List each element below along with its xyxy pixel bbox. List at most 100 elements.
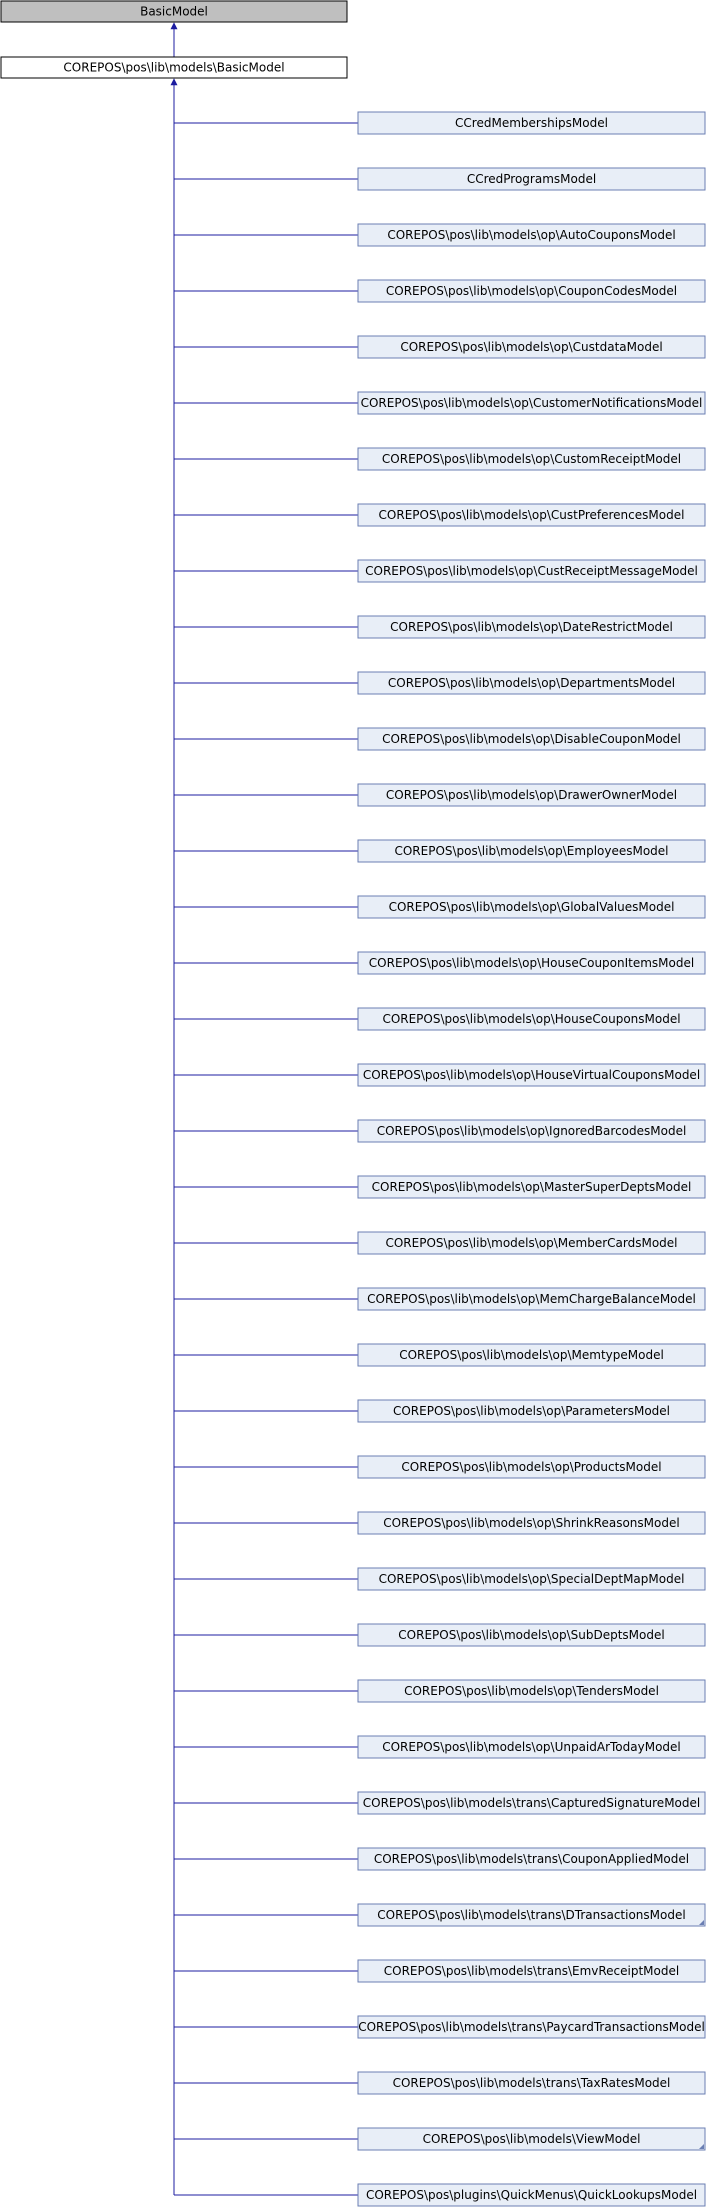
child-class-node[interactable]: COREPOS\pos\lib\models\op\CouponCodesMod… xyxy=(357,279,706,303)
child-class-node[interactable]: COREPOS\pos\lib\models\trans\TaxRatesMod… xyxy=(357,2071,706,2095)
root-class-node[interactable]: BasicModel xyxy=(0,0,348,23)
child-class-node[interactable]: COREPOS\pos\lib\models\trans\DTransactio… xyxy=(357,1903,706,1927)
child-class-box xyxy=(357,391,706,415)
child-class-node[interactable]: COREPOS\pos\lib\models\trans\CouponAppli… xyxy=(357,1847,706,1871)
child-class-label: COREPOS\pos\lib\models\op\IgnoredBarcode… xyxy=(377,1124,687,1138)
child-class-label: CCredProgramsModel xyxy=(467,172,596,186)
child-class-box xyxy=(357,335,706,359)
child-class-label: COREPOS\pos\lib\models\op\MasterSuperDep… xyxy=(372,1180,692,1194)
child-class-box xyxy=(357,1511,706,1535)
child-class-node[interactable]: COREPOS\pos\lib\models\op\HouseVirtualCo… xyxy=(357,1063,706,1087)
child-class-label: COREPOS\pos\lib\models\op\HouseVirtualCo… xyxy=(363,1068,700,1082)
child-class-box xyxy=(357,1063,706,1087)
child-class-label: COREPOS\pos\lib\models\op\HouseCouponsMo… xyxy=(382,1012,680,1026)
child-class-label: COREPOS\pos\lib\models\op\CustReceiptMes… xyxy=(365,564,698,578)
child-class-node[interactable]: COREPOS\pos\lib\models\trans\PaycardTran… xyxy=(357,2015,706,2039)
child-class-label: COREPOS\pos\lib\models\op\GlobalValuesMo… xyxy=(389,900,675,914)
child-class-label: COREPOS\pos\lib\models\op\CustomReceiptM… xyxy=(382,452,681,466)
child-class-node[interactable]: CCredMembershipsModel xyxy=(357,111,706,135)
child-class-box xyxy=(357,951,706,975)
child-class-label: COREPOS\pos\lib\models\trans\EmvReceiptM… xyxy=(384,1964,679,1978)
child-class-box xyxy=(357,2015,706,2039)
child-class-box xyxy=(357,2127,706,2151)
child-class-node[interactable]: COREPOS\pos\lib\models\op\IgnoredBarcode… xyxy=(357,1119,706,1143)
more-subclasses-mark xyxy=(699,1920,704,1925)
child-class-label: COREPOS\pos\lib\models\trans\DTransactio… xyxy=(377,1908,685,1922)
parent-class-node[interactable]: COREPOS\pos\lib\models\BasicModel xyxy=(0,56,348,79)
child-class-box xyxy=(357,1231,706,1255)
child-class-label: COREPOS\pos\lib\models\op\DepartmentsMod… xyxy=(388,676,675,690)
child-class-node[interactable]: COREPOS\pos\lib\models\op\HouseCouponIte… xyxy=(357,951,706,975)
child-class-box xyxy=(357,559,706,583)
child-class-label: COREPOS\pos\lib\models\trans\CapturedSig… xyxy=(363,1796,700,1810)
child-class-node[interactable]: COREPOS\pos\lib\models\trans\EmvReceiptM… xyxy=(357,1959,706,1983)
child-class-node[interactable]: COREPOS\pos\lib\models\op\HouseCouponsMo… xyxy=(357,1007,706,1031)
child-class-label: COREPOS\pos\lib\models\op\ParametersMode… xyxy=(393,1404,670,1418)
child-class-node[interactable]: COREPOS\pos\lib\models\op\CustPreference… xyxy=(357,503,706,527)
child-class-label: COREPOS\pos\lib\models\op\DrawerOwnerMod… xyxy=(386,788,677,802)
child-class-node[interactable]: COREPOS\pos\lib\models\op\EmployeesModel xyxy=(357,839,706,863)
child-class-node[interactable]: COREPOS\pos\lib\models\op\TendersModel xyxy=(357,1679,706,1703)
child-class-box xyxy=(357,1623,706,1647)
child-class-nodes: CCredMembershipsModelCCredProgramsModelC… xyxy=(357,111,706,2207)
child-class-label: CCredMembershipsModel xyxy=(455,116,608,130)
child-class-box xyxy=(357,111,706,135)
child-class-node[interactable]: COREPOS\pos\lib\models\op\SpecialDeptMap… xyxy=(357,1567,706,1591)
child-class-node[interactable]: COREPOS\pos\lib\models\op\CustomReceiptM… xyxy=(357,447,706,471)
child-class-label: COREPOS\pos\lib\models\ViewModel xyxy=(423,2132,641,2146)
child-class-node[interactable]: COREPOS\pos\lib\models\op\CustomerNotifi… xyxy=(357,391,706,415)
child-class-node[interactable]: COREPOS\pos\lib\models\op\DisableCouponM… xyxy=(357,727,706,751)
child-class-box xyxy=(357,1567,706,1591)
child-class-box xyxy=(357,1959,706,1983)
child-class-label: COREPOS\pos\lib\models\op\CouponCodesMod… xyxy=(386,284,677,298)
child-class-box xyxy=(357,223,706,247)
child-class-node[interactable]: COREPOS\pos\lib\models\op\DateRestrictMo… xyxy=(357,615,706,639)
child-class-node[interactable]: COREPOS\pos\lib\models\op\UnpaidArTodayM… xyxy=(357,1735,706,1759)
child-class-node[interactable]: COREPOS\pos\lib\models\op\MasterSuperDep… xyxy=(357,1175,706,1199)
child-class-label: COREPOS\pos\lib\models\op\CustdataModel xyxy=(400,340,662,354)
child-class-node[interactable]: COREPOS\pos\lib\models\op\MemtypeModel xyxy=(357,1343,706,1367)
child-class-box xyxy=(357,1679,706,1703)
child-class-node[interactable]: COREPOS\pos\lib\models\op\ProductsModel xyxy=(357,1455,706,1479)
child-class-label: COREPOS\pos\lib\models\op\MemberCardsMod… xyxy=(385,1236,677,1250)
child-class-label: COREPOS\pos\lib\models\op\CustomerNotifi… xyxy=(361,396,703,410)
child-class-node[interactable]: COREPOS\pos\lib\models\op\GlobalValuesMo… xyxy=(357,895,706,919)
child-class-box xyxy=(357,671,706,695)
child-class-label: COREPOS\pos\lib\models\op\ShrinkReasonsM… xyxy=(383,1516,679,1530)
child-class-node[interactable]: COREPOS\pos\lib\models\op\MemChargeBalan… xyxy=(357,1287,706,1311)
child-class-label: COREPOS\pos\lib\models\op\ProductsModel xyxy=(401,1460,661,1474)
child-class-label: COREPOS\pos\lib\models\op\EmployeesModel xyxy=(394,844,668,858)
child-class-node[interactable]: COREPOS\pos\lib\models\trans\CapturedSig… xyxy=(357,1791,706,1815)
child-class-box xyxy=(357,727,706,751)
child-class-node[interactable]: CCredProgramsModel xyxy=(357,167,706,191)
child-class-node[interactable]: COREPOS\pos\lib\models\op\DepartmentsMod… xyxy=(357,671,706,695)
child-class-node[interactable]: COREPOS\pos\lib\models\ViewModel xyxy=(357,2127,706,2151)
child-class-label: COREPOS\pos\lib\models\op\SubDeptsModel xyxy=(398,1628,664,1642)
child-class-label: COREPOS\pos\lib\models\op\UnpaidArTodayM… xyxy=(382,1740,681,1754)
child-class-box xyxy=(357,615,706,639)
child-class-node[interactable]: COREPOS\pos\lib\models\op\DrawerOwnerMod… xyxy=(357,783,706,807)
child-class-label: COREPOS\pos\lib\models\op\CustPreference… xyxy=(379,508,685,522)
child-class-box xyxy=(357,279,706,303)
child-class-label: COREPOS\pos\lib\models\trans\PaycardTran… xyxy=(358,2020,705,2034)
child-class-node[interactable]: COREPOS\pos\lib\models\op\SubDeptsModel xyxy=(357,1623,706,1647)
child-class-box xyxy=(357,2183,706,2207)
child-class-node[interactable]: COREPOS\pos\plugins\QuickMenus\QuickLook… xyxy=(357,2183,706,2207)
child-class-node[interactable]: COREPOS\pos\lib\models\op\ParametersMode… xyxy=(357,1399,706,1423)
root-class-label: BasicModel xyxy=(140,5,208,19)
child-class-label: COREPOS\pos\lib\models\op\DisableCouponM… xyxy=(382,732,681,746)
child-class-box xyxy=(357,1287,706,1311)
child-class-node[interactable]: COREPOS\pos\lib\models\op\ShrinkReasonsM… xyxy=(357,1511,706,1535)
child-class-node[interactable]: COREPOS\pos\lib\models\op\AutoCouponsMod… xyxy=(357,223,706,247)
child-class-label: COREPOS\pos\lib\models\op\HouseCouponIte… xyxy=(369,956,694,970)
child-class-node[interactable]: COREPOS\pos\lib\models\op\CustReceiptMes… xyxy=(357,559,706,583)
child-class-label: COREPOS\pos\lib\models\op\DateRestrictMo… xyxy=(390,620,673,634)
child-class-label: COREPOS\pos\lib\models\op\MemChargeBalan… xyxy=(367,1292,696,1306)
child-class-node[interactable]: COREPOS\pos\lib\models\op\MemberCardsMod… xyxy=(357,1231,706,1255)
child-class-box xyxy=(357,839,706,863)
child-class-box xyxy=(357,1791,706,1815)
child-class-box xyxy=(357,1735,706,1759)
child-class-node[interactable]: COREPOS\pos\lib\models\op\CustdataModel xyxy=(357,335,706,359)
child-class-label: COREPOS\pos\lib\models\op\SpecialDeptMap… xyxy=(379,1572,685,1586)
